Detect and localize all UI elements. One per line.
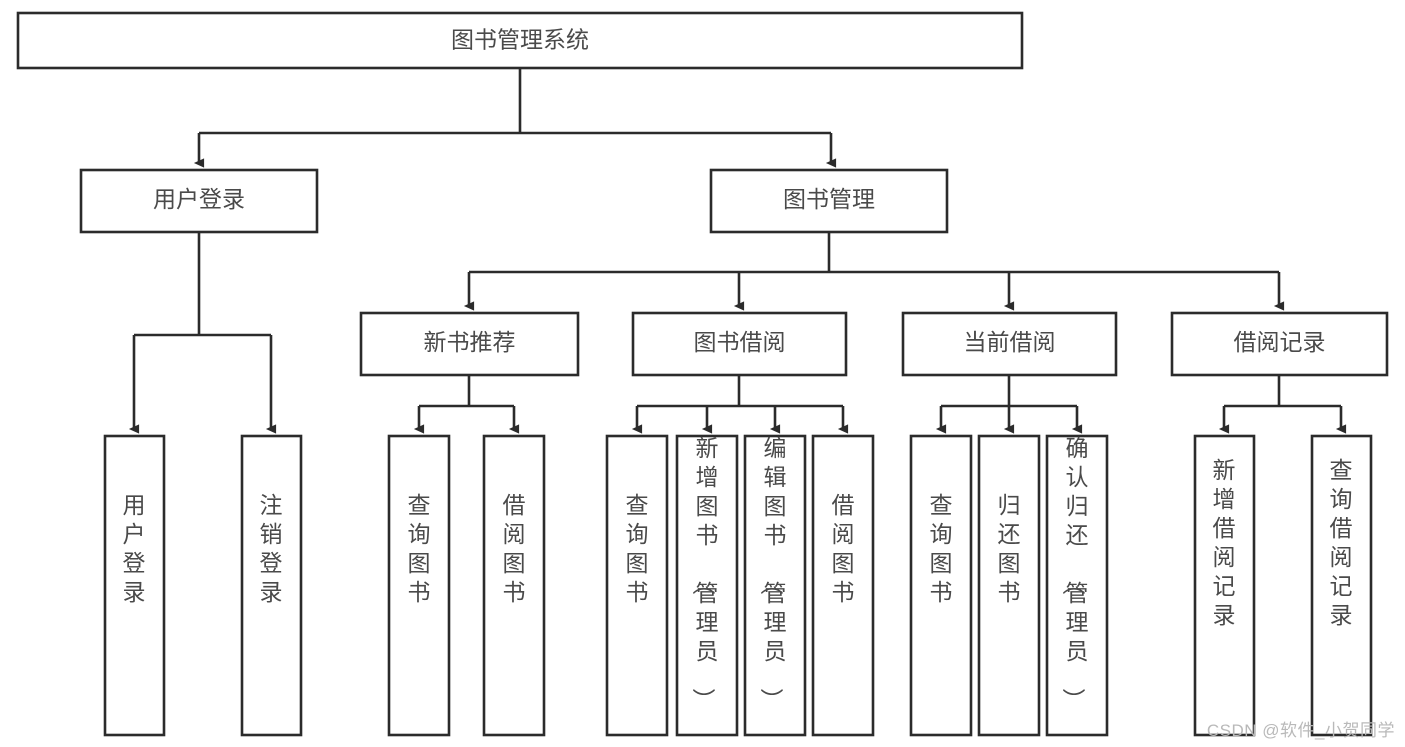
leaf-current-borrow-1-label: 查询图书 [930,492,953,605]
leaf-book-borrow-1-label: 查询图书 [626,492,649,605]
node-root-label: 图书管理系统 [451,27,589,53]
leaf-book-borrow-2-label: 新增图书（管理员） [691,435,719,711]
leaf-user-login-2-box [240,434,303,737]
node-book-management-label: 图书管理 [783,186,875,212]
leaf-current-borrow-1[interactable]: 查询图书 [909,434,973,737]
leaf-new-book-recommend-1-label: 查询图书 [408,492,431,605]
leaf-new-book-recommend-1[interactable]: 查询图书 [387,434,451,737]
leaf-new-book-recommend-2[interactable]: 借阅图书 [482,434,546,737]
leaf-user-login-2-label: 注销登录 [260,492,283,605]
leaf-user-login-1[interactable]: 用户登录 [103,434,166,737]
node-user-login-box [79,168,319,234]
leaf-book-borrow-3-label: 编辑图书（管理员） [759,435,787,711]
connector-group-user-login-to-leaves [128,232,277,434]
leaf-current-borrow-2-label: 归还图书 [998,492,1021,605]
leaf-current-borrow-3-label: 确认归还（管理员） [1061,435,1089,711]
connector-group-new-book-recommend-to-leaves [413,375,520,434]
leaf-user-login-1-label: 用户登录 [123,492,146,605]
node-root-box [16,11,1024,70]
connector-group-book-management-to-level3 [463,232,1285,311]
node-current-borrow-box [901,311,1118,377]
node-current-borrow-label: 当前借阅 [964,329,1056,355]
leaf-book-borrow-3[interactable]: 编辑图书（管理员） [743,434,807,737]
node-root-book-management-system[interactable]: 图书管理系统 [16,11,1024,70]
connector-group-root-to-level2 [193,68,837,168]
leaf-book-borrow-4-label: 借阅图书 [832,492,855,605]
node-borrow-record[interactable]: 借阅记录 [1170,311,1389,377]
leaf-borrow-record-2-box [1310,434,1373,737]
leaf-book-borrow-4-box [811,434,875,737]
node-new-book-recommend-label: 新书推荐 [424,329,516,355]
leaf-book-borrow-2-box [675,434,739,737]
leaf-new-book-recommend-1-box [387,434,451,737]
connector-group-borrow-record-to-leaves [1218,375,1347,434]
connector-group-book-borrow-to-leaves [631,375,849,434]
leaf-borrow-record-1-label: 新增借阅记录 [1213,457,1236,628]
leaf-new-book-recommend-2-label: 借阅图书 [503,492,526,605]
node-borrow-record-label: 借阅记录 [1234,329,1326,355]
node-new-book-recommend-box [359,311,580,377]
leaf-new-book-recommend-2-box [482,434,546,737]
leaf-book-borrow-1-box [605,434,669,737]
leaf-borrow-record-1[interactable]: 新增借阅记录 [1193,434,1256,737]
leaf-current-borrow-2[interactable]: 归还图书 [977,434,1041,737]
node-borrow-record-box [1170,311,1389,377]
node-book-borrow-box [631,311,848,377]
node-book-management[interactable]: 图书管理 [709,168,949,234]
leaf-current-borrow-3[interactable]: 确认归还（管理员） [1045,434,1109,737]
node-new-book-recommend[interactable]: 新书推荐 [359,311,580,377]
leaf-borrow-record-2-label: 查询借阅记录 [1330,457,1353,628]
node-book-borrow-label: 图书借阅 [694,329,786,355]
connector-group-current-borrow-to-leaves [935,375,1083,434]
leaf-user-login-1-box [103,434,166,737]
node-book-borrow[interactable]: 图书借阅 [631,311,848,377]
leaf-current-borrow-3-box [1045,434,1109,737]
leaf-book-borrow-4[interactable]: 借阅图书 [811,434,875,737]
leaf-book-borrow-3-box [743,434,807,737]
node-user-login[interactable]: 用户登录 [79,168,319,234]
leaf-borrow-record-1-box [1193,434,1256,737]
leaf-borrow-record-2[interactable]: 查询借阅记录 [1310,434,1373,737]
leaf-user-login-2[interactable]: 注销登录 [240,434,303,737]
leaf-book-borrow-2[interactable]: 新增图书（管理员） [675,434,739,737]
leaf-current-borrow-2-box [977,434,1041,737]
node-book-management-box [709,168,949,234]
leaf-current-borrow-1-box [909,434,973,737]
node-current-borrow[interactable]: 当前借阅 [901,311,1118,377]
leaf-book-borrow-1[interactable]: 查询图书 [605,434,669,737]
node-user-login-label: 用户登录 [153,186,245,212]
